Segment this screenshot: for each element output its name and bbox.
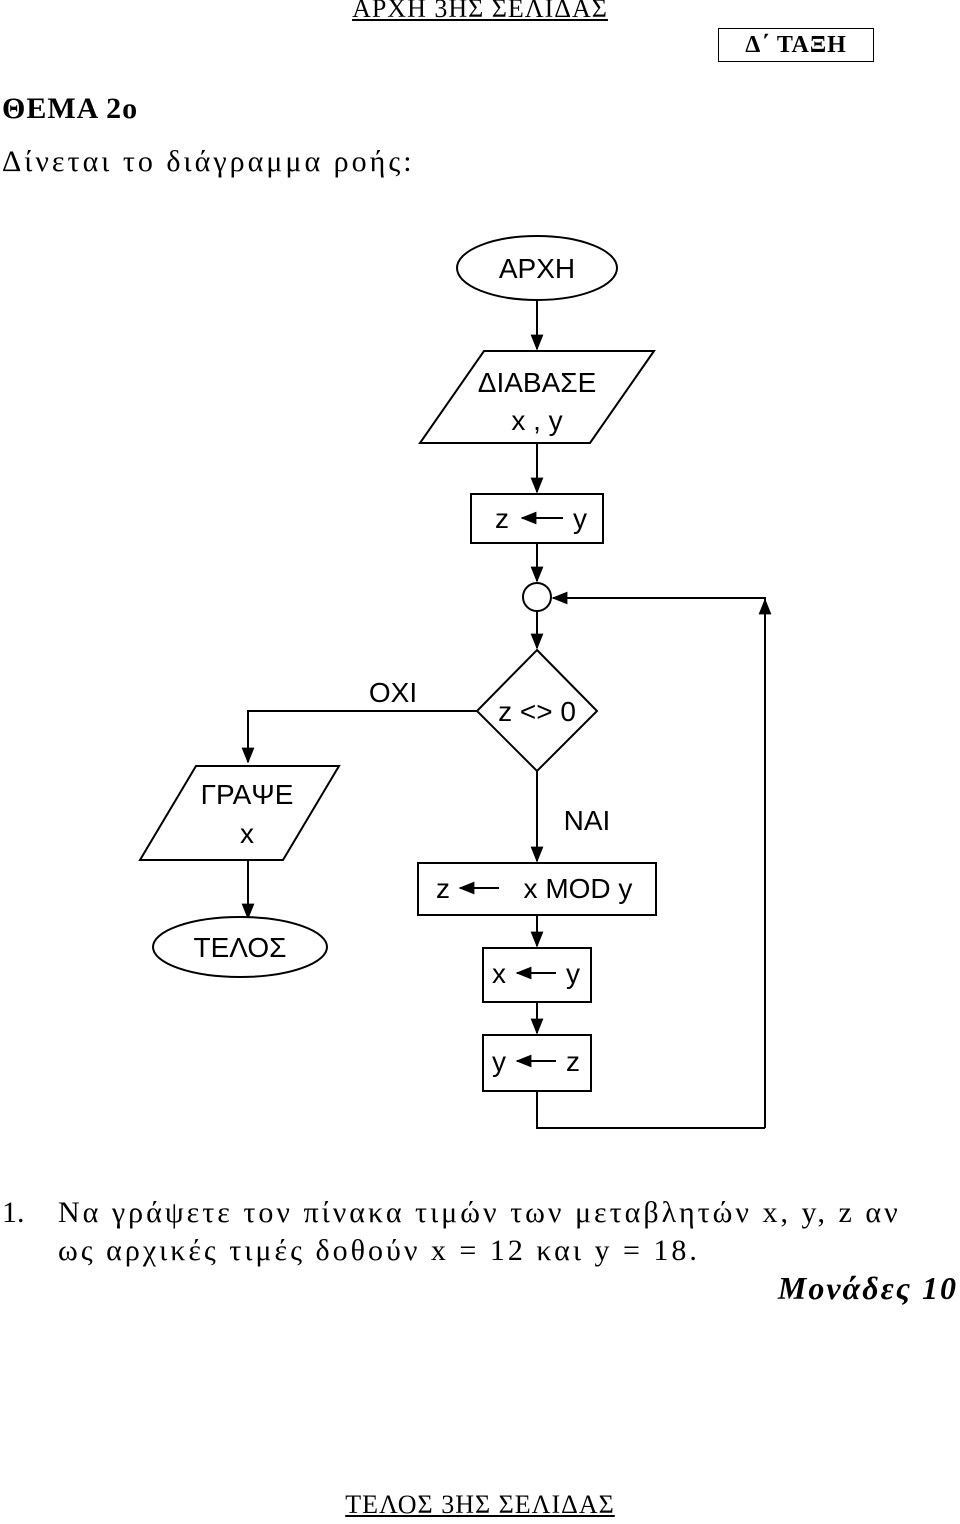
- question-number: 1.: [2, 1196, 25, 1229]
- topic-intro: Δίνεται το διάγραμμα ροής:: [2, 145, 415, 178]
- read-title: ΔΙΑΒΑΣΕ: [478, 367, 597, 398]
- assign-x-y-box: [482, 947, 592, 1003]
- assign3-right: y: [566, 958, 580, 989]
- page-header: ΑΡΧΗ 3ΗΣ ΣΕΛΙΔΑΣ: [352, 0, 608, 23]
- write-title: ΓΡΑΨΕ: [201, 779, 294, 810]
- end-label: ΤΕΛΟΣ: [194, 932, 287, 963]
- read-vars: x , y: [511, 405, 562, 436]
- assign2-right: x MOD y: [524, 873, 633, 904]
- end-terminal: [152, 916, 328, 978]
- decision-label: z <> 0: [498, 696, 576, 727]
- topic-title: ΘΕΜΑ 2ο: [2, 92, 139, 125]
- question-text-line1: Να γράψετε τον πίνακα τιμών των μεταβλητ…: [58, 1196, 901, 1229]
- class-badge: Δ΄ ΤΑΞΗ: [718, 28, 874, 62]
- assign3-left: x: [492, 958, 506, 989]
- write-io-shape: [138, 765, 341, 861]
- assign-z-mod-box: [417, 862, 657, 916]
- no-label: ΟΧΙ: [369, 677, 417, 708]
- loop-junction: [522, 582, 552, 612]
- yes-label: ΝΑΙ: [564, 805, 611, 836]
- read-io-shape: [418, 350, 656, 444]
- write-var: x: [240, 818, 254, 849]
- page-footer: ΤΕΛΟΣ 3ΗΣ ΣΕΛΙΔΑΣ: [345, 1490, 615, 1519]
- start-label: ΑΡΧΗ: [499, 253, 575, 284]
- assign4-right: z: [566, 1046, 580, 1077]
- assign-y-z-box: [482, 1034, 592, 1092]
- assign2-left: z: [436, 873, 450, 904]
- assign1-left: z: [495, 503, 509, 534]
- points-label: Μονάδες 10: [777, 1270, 958, 1306]
- assign1-right: y: [573, 503, 587, 534]
- assign4-left: y: [492, 1046, 506, 1077]
- question-text-line2: ως αρχικές τιμές δοθούν x = 12 και y = 1…: [58, 1234, 700, 1267]
